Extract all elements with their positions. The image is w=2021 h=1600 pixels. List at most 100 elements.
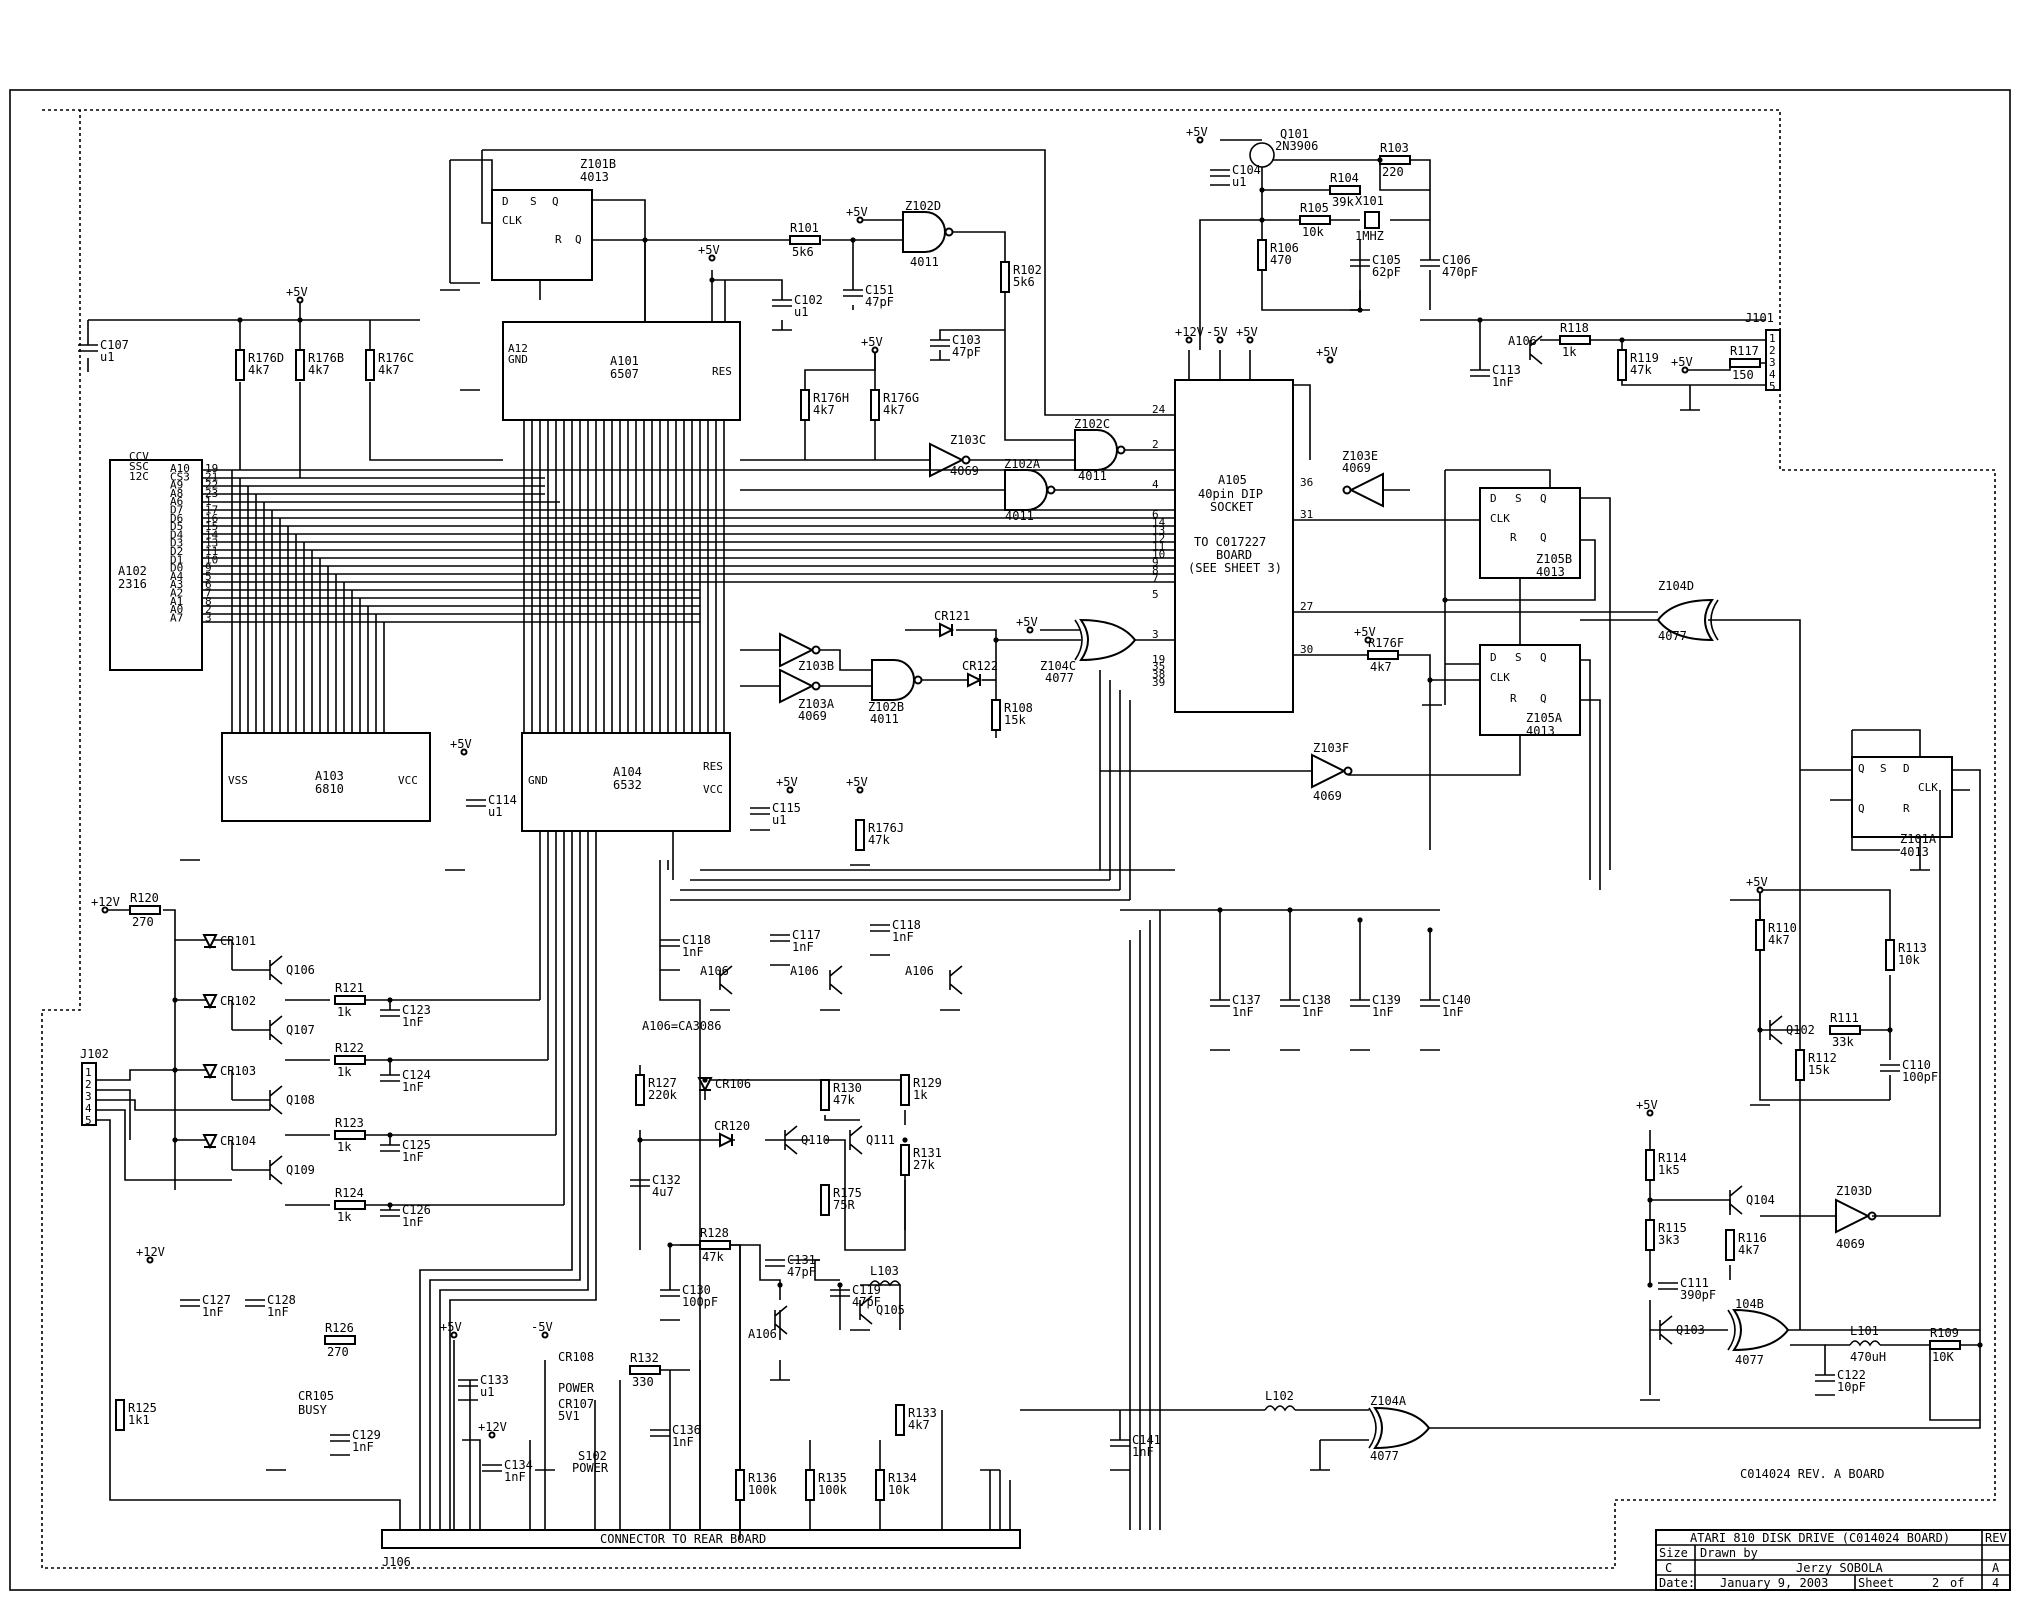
capacitor-ref: C141 <box>1132 1433 1161 1447</box>
svg-text:Z105B: Z105B <box>1536 552 1572 566</box>
pin-label: D6 <box>170 512 183 525</box>
junction-dot <box>993 637 999 643</box>
supply-node <box>101 906 109 914</box>
svg-text:D: D <box>1490 492 1497 505</box>
svg-text:A105: A105 <box>1218 473 1247 487</box>
pin-number: 13 <box>205 537 218 550</box>
pin-label: D5 <box>170 520 183 533</box>
svg-text:J101: J101 <box>1745 311 1774 325</box>
resistor-value: 4k7 <box>1370 660 1392 674</box>
capacitor-ref: C102 <box>794 293 823 307</box>
resistor-value: 39k <box>1332 195 1354 209</box>
pin-number: 6 <box>1152 508 1159 521</box>
resistor-ref: R112 <box>1808 1051 1837 1065</box>
resistor-value: 1k <box>337 1210 352 1224</box>
pin-number: 11 <box>205 545 218 558</box>
resistor-value: 1k <box>337 1065 352 1079</box>
svg-text:6810: 6810 <box>315 782 344 796</box>
resistor <box>805 1469 815 1501</box>
capacitor <box>772 299 792 307</box>
capacitor <box>1350 259 1370 267</box>
junction-dot <box>237 317 243 323</box>
svg-text:5: 5 <box>85 1114 92 1127</box>
supply-node <box>1196 136 1204 144</box>
svg-text:CLK: CLK <box>502 214 522 227</box>
svg-text:SSC: SSC <box>129 460 149 473</box>
resistor <box>1000 261 1010 293</box>
capacitor-value: u1 <box>1232 175 1246 189</box>
resistor-ref: R130 <box>833 1081 862 1095</box>
capacitor-ref: C125 <box>402 1138 431 1152</box>
resistor-value: 1k <box>337 1005 352 1019</box>
diode-ref: CR122 <box>962 659 998 673</box>
resistor-value: 15k <box>1808 1063 1830 1077</box>
supply-node <box>146 1256 154 1264</box>
resistor-value: 4k7 <box>1768 933 1790 947</box>
capacitor-value: 62pF <box>1372 265 1401 279</box>
supply-node <box>1185 336 1193 344</box>
pin-number: 2 <box>1152 438 1159 451</box>
capacitor-ref: C106 <box>1442 253 1471 267</box>
capacitor-ref: C124 <box>402 1068 431 1082</box>
capacitor-value: 1nF <box>1232 1005 1254 1019</box>
junction-dot <box>1259 217 1265 223</box>
inductor-ref: L103 <box>870 1264 899 1278</box>
svg-text:TO C017227: TO C017227 <box>1194 535 1266 549</box>
resistor <box>115 1399 125 1431</box>
supply-label: +5V <box>846 205 868 219</box>
supply-node <box>1326 356 1334 364</box>
transistor <box>1769 1015 1783 1045</box>
capacitor-ref: C138 <box>1302 993 1331 1007</box>
resistor <box>855 819 865 851</box>
resistor <box>635 1074 645 1106</box>
resistor-value: 270 <box>327 1345 349 1359</box>
supply-label: +5V <box>1636 1098 1658 1112</box>
capacitor-value: 390pF <box>1680 1288 1716 1302</box>
a106-note: A106=CA3086 <box>642 1019 721 1033</box>
supply-node <box>541 1331 549 1339</box>
capacitor-ref: C132 <box>652 1173 681 1187</box>
resistor-ref: R133 <box>908 1406 937 1420</box>
resistor <box>365 349 375 381</box>
capacitor-value: 1nF <box>402 1080 424 1094</box>
diode <box>202 994 218 1010</box>
capacitor <box>765 1259 785 1267</box>
svg-text:Q: Q <box>1540 692 1547 705</box>
svg-text:A12: A12 <box>508 342 528 355</box>
capacitor-value: u1 <box>488 805 502 819</box>
size-value: C <box>1665 1561 1672 1575</box>
resistor-ref: R117 <box>1730 344 1759 358</box>
diode <box>202 934 218 950</box>
capacitor-ref: C113 <box>1492 363 1521 377</box>
svg-text:4013: 4013 <box>580 170 609 184</box>
junction-dot <box>387 997 393 1003</box>
resistor-ref: R176B <box>308 351 344 365</box>
svg-text:D: D <box>1490 651 1497 664</box>
transistor <box>949 965 963 995</box>
junction-dot <box>837 1282 843 1288</box>
svg-text:Z103D: Z103D <box>1836 1184 1872 1198</box>
s102-power: POWER <box>572 1461 609 1475</box>
transistor <box>719 965 733 995</box>
capacitor <box>482 1464 502 1472</box>
capacitor-ref: C130 <box>682 1283 711 1297</box>
supply-label: +5V <box>1354 625 1376 639</box>
rev-value: A <box>1992 1561 2000 1575</box>
capacitor <box>1420 259 1440 267</box>
resistor-ref: R109 <box>1930 1326 1959 1340</box>
resistor-ref: R119 <box>1630 351 1659 365</box>
junction-dot <box>1619 337 1625 343</box>
supply-label: +5V <box>1746 875 1768 889</box>
capacitor-ref: C128 <box>267 1293 296 1307</box>
supply-label: -5V <box>1206 325 1228 339</box>
supply-label: +12V <box>478 1420 507 1434</box>
gate-z102b: Z102B 4011 <box>868 659 923 726</box>
capacitor-value: 47pF <box>865 295 894 309</box>
resistor-value: 4k7 <box>813 403 835 417</box>
capacitor-value: 1nF <box>267 1305 289 1319</box>
svg-text:Z102B: Z102B <box>868 700 904 714</box>
capacitor-value: 1nF <box>892 930 914 944</box>
capacitor <box>750 807 770 815</box>
